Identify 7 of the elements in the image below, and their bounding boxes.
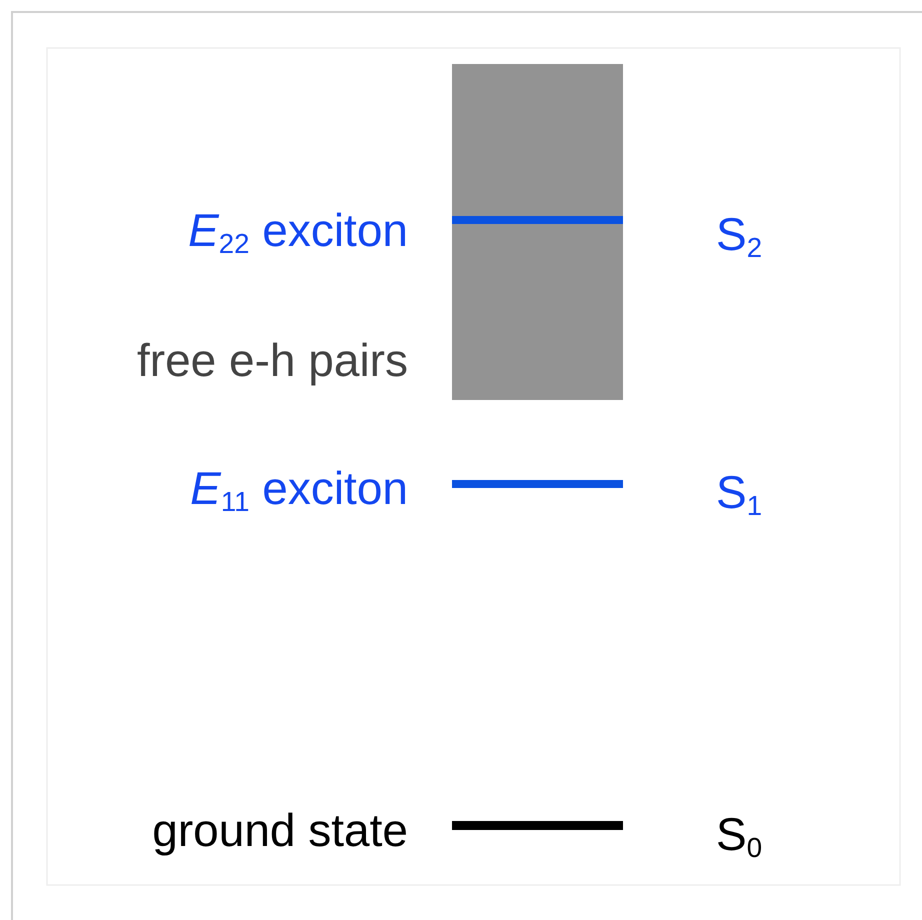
state-symbol: S$_{0}$	[716, 808, 762, 865]
state-symbol: S$_{2}$	[716, 208, 762, 265]
state-label: free e-h pairs	[136, 334, 408, 386]
state-label: ground state	[152, 804, 408, 856]
state-symbol: S$_{1}$	[716, 466, 762, 523]
state-label: E$_{22}$ exciton	[188, 204, 408, 261]
state-label: E$_{11}$ exciton	[190, 462, 408, 519]
